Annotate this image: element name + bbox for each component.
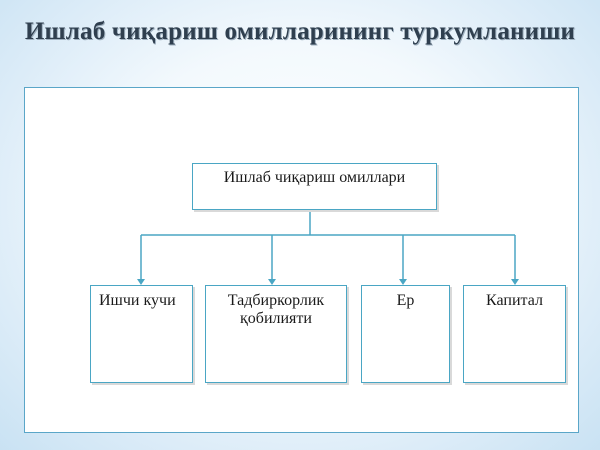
slide-title: Ишлаб чиқариш омилларининг туркумланиши (24, 18, 576, 45)
child-node-2-label: Тадбиркорлик қобилияти (227, 292, 325, 327)
arrowhead-4 (511, 279, 519, 285)
child-node-4: Капитал (463, 285, 566, 383)
connector-lines (137, 210, 519, 285)
arrowhead-1 (137, 279, 145, 285)
diagram-panel: Ишлаб чиқариш омиллари Ишчи кучи Тадбирк… (24, 87, 579, 433)
root-node: Ишлаб чиқариш омиллари (192, 163, 437, 210)
child-node-1: Ишчи кучи (90, 285, 193, 383)
root-node-label: Ишлаб чиқариш омиллари (223, 169, 406, 186)
child-node-1-label: Ишчи кучи (99, 292, 176, 309)
arrowhead-2 (268, 279, 276, 285)
child-node-3: Ер (361, 285, 450, 383)
child-node-3-label: Ер (396, 292, 415, 309)
child-node-4-label: Капитал (486, 292, 543, 309)
arrowhead-3 (399, 279, 407, 285)
child-node-2: Тадбиркорлик қобилияти (205, 285, 347, 383)
